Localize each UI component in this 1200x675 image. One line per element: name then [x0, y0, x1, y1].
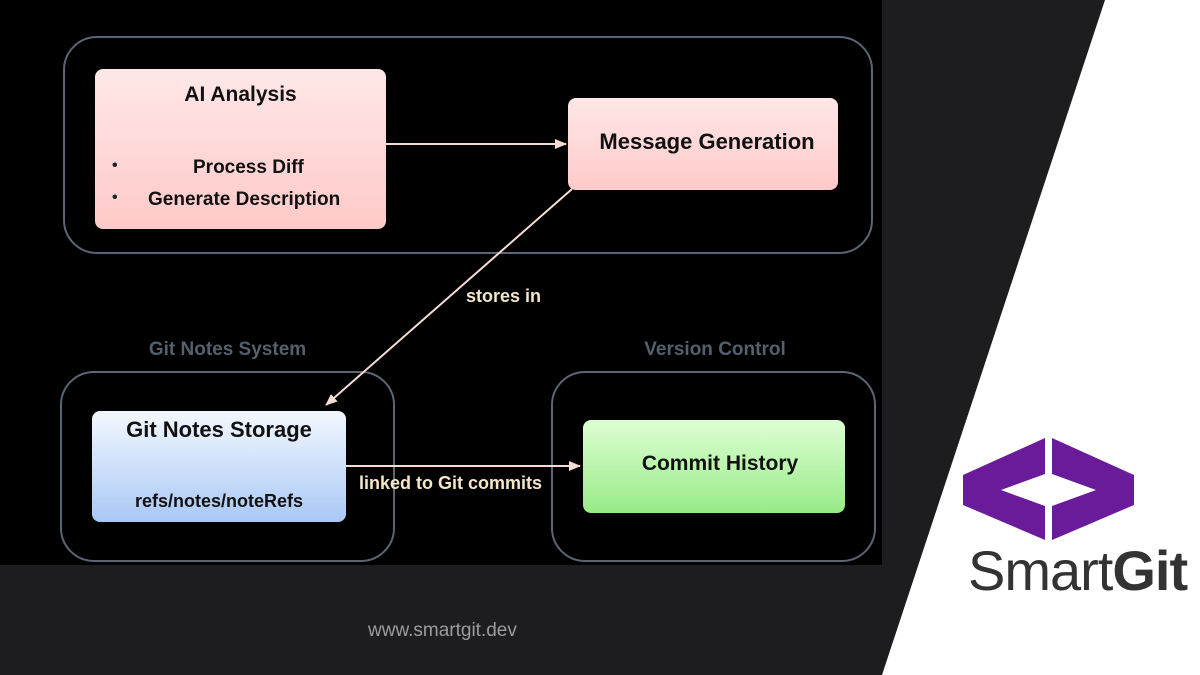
brand-name-prefix: Smart	[968, 539, 1113, 602]
bullet-generate-description: Generate Description	[148, 189, 341, 210]
group-label-version-control: Version Control	[644, 339, 786, 360]
node-message-generation: Message Generation	[568, 98, 838, 190]
node-commit-history-title: Commit History	[641, 452, 799, 475]
node-git-notes-storage: Git Notes Storage refs/notes/noteRefs	[92, 411, 346, 522]
node-message-generation-title: Message Generation	[599, 129, 815, 154]
group-ai-analysis	[63, 36, 873, 254]
node-git-notes-storage-subtitle: refs/notes/noteRefs	[134, 491, 304, 511]
bullet-process-diff: Process Diff	[193, 157, 304, 178]
bullet-icon: •	[112, 157, 118, 174]
bullet-icon: •	[112, 189, 118, 206]
angle-brackets-logo	[963, 438, 1134, 540]
node-commit-history: Commit History	[583, 420, 845, 513]
node-ai-analysis-title: AI Analysis	[184, 83, 297, 106]
node-ai-analysis: AI Analysis • Process Diff • Generate De…	[95, 69, 386, 229]
node-git-notes-storage-title: Git Notes Storage	[126, 417, 312, 442]
footer-url[interactable]: www.smartgit.dev	[368, 620, 517, 641]
smartgit-wordmark: SmartGit	[968, 538, 1188, 603]
edge-label-stores-in: stores in	[466, 286, 542, 306]
edge-label-linked-to-git-commits: linked to Git commits	[359, 473, 543, 493]
edge-message-to-storage	[325, 188, 573, 406]
group-label-git-notes-system: Git Notes System	[148, 339, 307, 360]
edges-layer	[325, 139, 581, 471]
brand-name-suffix: Git	[1112, 539, 1188, 602]
